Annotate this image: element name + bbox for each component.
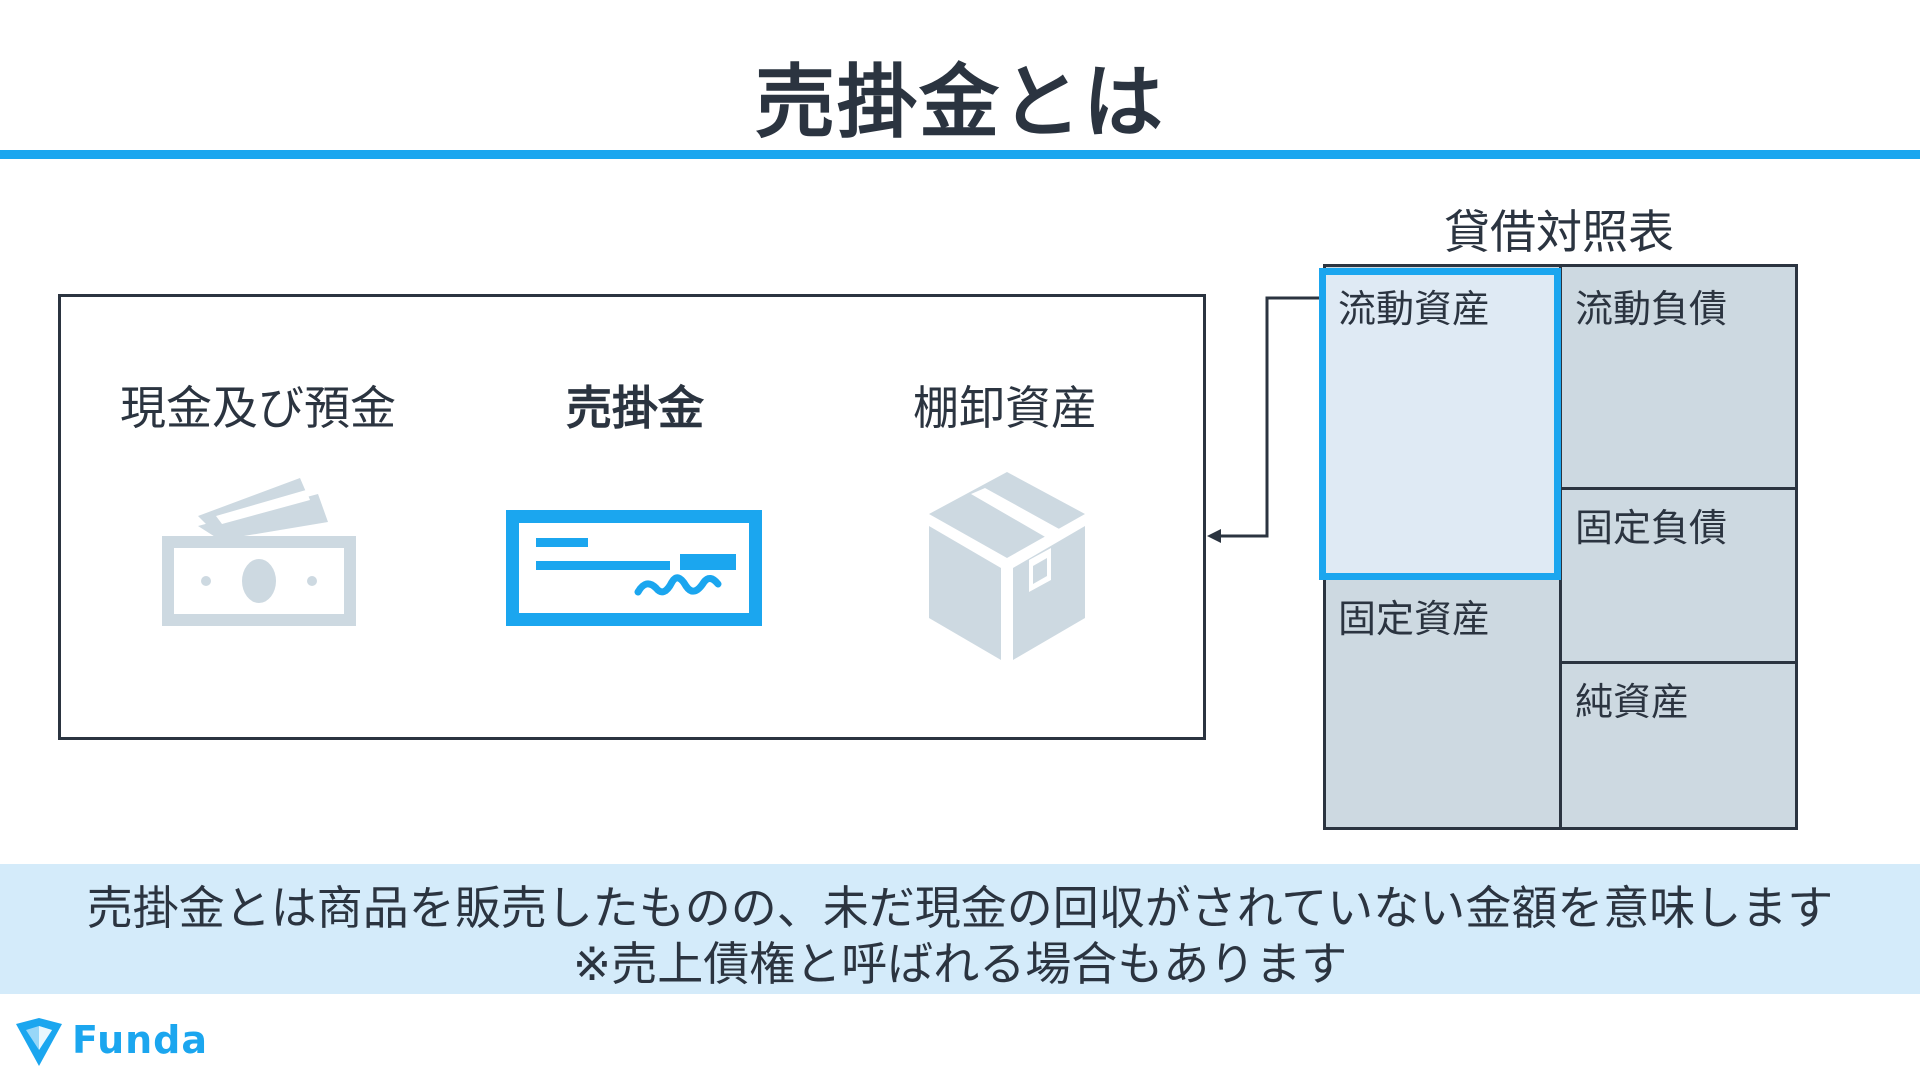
bs-fixed-liabilities: 固定負債 [1575, 506, 1728, 550]
description-line-1: 売掛金とは商品を販売したものの、未だ現金の回収がされていない金額を意味します [86, 881, 1834, 935]
title-underline [0, 150, 1920, 159]
current-assets-highlight [1319, 268, 1561, 580]
brand-name: Funda [72, 1018, 209, 1062]
asset-label-receivables: 売掛金 [566, 381, 704, 435]
cash-icon [162, 478, 356, 626]
bs-current-assets: 流動資産 [1338, 287, 1491, 331]
check-icon [506, 510, 762, 626]
bs-net-assets: 純資産 [1575, 680, 1690, 724]
description-line-2: ※売上債権と呼ばれる場合もあります [572, 937, 1348, 991]
balance-sheet-title: 貸借対照表 [1444, 205, 1674, 259]
liabilities-divider-2 [1561, 661, 1796, 664]
current-assets-group [58, 294, 1206, 740]
funda-logo-icon [16, 1018, 62, 1066]
connector-arrow [1207, 296, 1323, 543]
bs-fixed-assets: 固定資産 [1338, 597, 1491, 641]
bs-current-liabilities: 流動負債 [1575, 287, 1728, 331]
box-icon [929, 472, 1085, 660]
liabilities-divider-1 [1561, 487, 1796, 490]
description-band [0, 864, 1920, 994]
asset-label-cash: 現金及び預金 [120, 381, 396, 435]
page-title: 売掛金とは [755, 56, 1165, 149]
asset-label-inventory: 棚卸資産 [913, 381, 1097, 435]
